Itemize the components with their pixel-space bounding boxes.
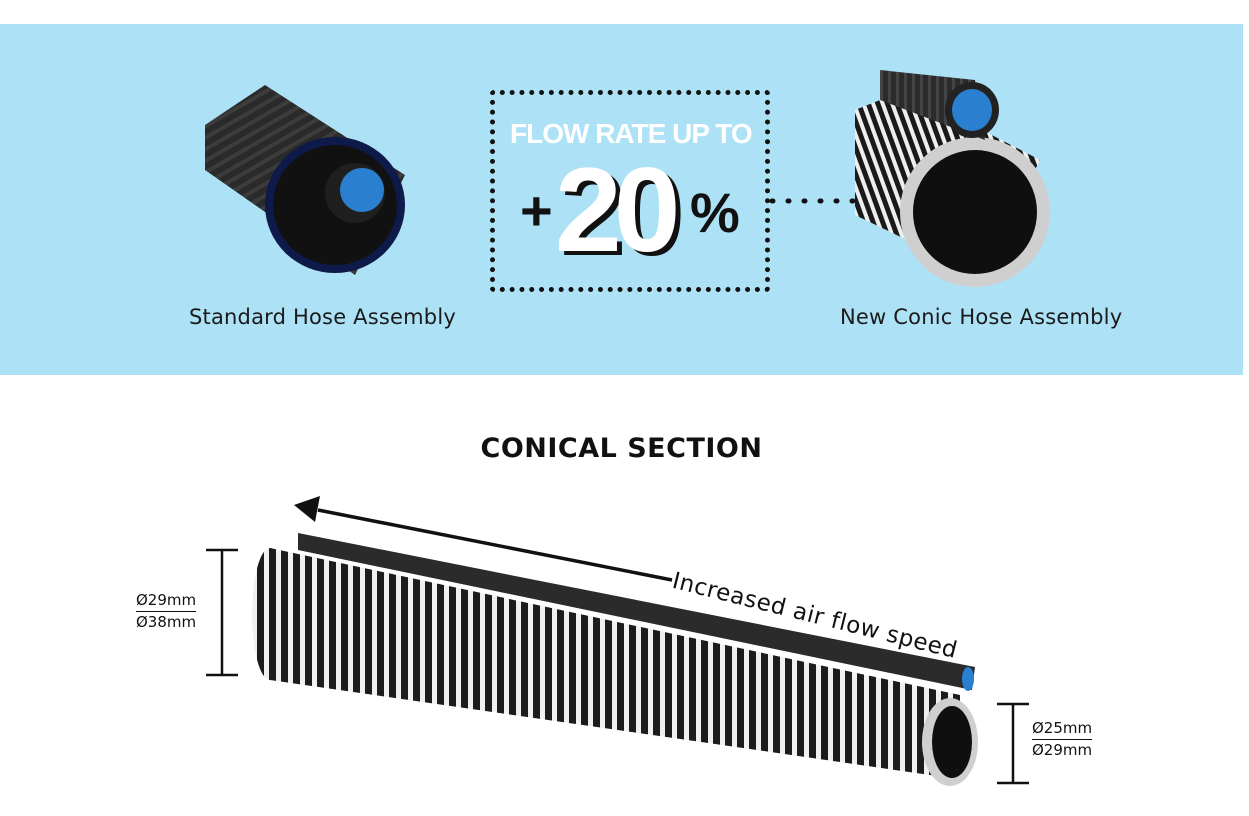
left-dimension-label: Ø29mm Ø38mm <box>136 590 197 632</box>
conic-hose-image <box>769 70 1050 287</box>
flow-rate-label: FLOW RATE UP TO <box>510 118 753 149</box>
flow-rate-percent: % <box>690 181 740 244</box>
conic-hose-caption: New Conic Hose Assembly <box>840 305 1123 329</box>
flow-rate-plus: + <box>520 179 553 242</box>
right-dimension-bracket <box>997 702 1029 785</box>
left-dimension-bottom: Ø38mm <box>136 613 197 631</box>
standard-hose-image <box>205 85 405 275</box>
section-title: CONICAL SECTION <box>480 433 763 464</box>
right-dimension-top: Ø25mm <box>1032 718 1093 740</box>
standard-hose-caption: Standard Hose Assembly <box>189 305 457 329</box>
left-dimension-top: Ø29mm <box>136 590 197 612</box>
right-dimension-bottom: Ø29mm <box>1032 741 1093 759</box>
airflow-arrow <box>294 496 673 582</box>
conical-section-hose-image <box>252 533 978 786</box>
left-dimension-bracket <box>206 548 238 677</box>
right-dimension-label: Ø25mm Ø29mm <box>1032 718 1093 760</box>
flow-rate-value: 20 <box>555 143 681 277</box>
flow-rate-callout <box>490 90 770 292</box>
